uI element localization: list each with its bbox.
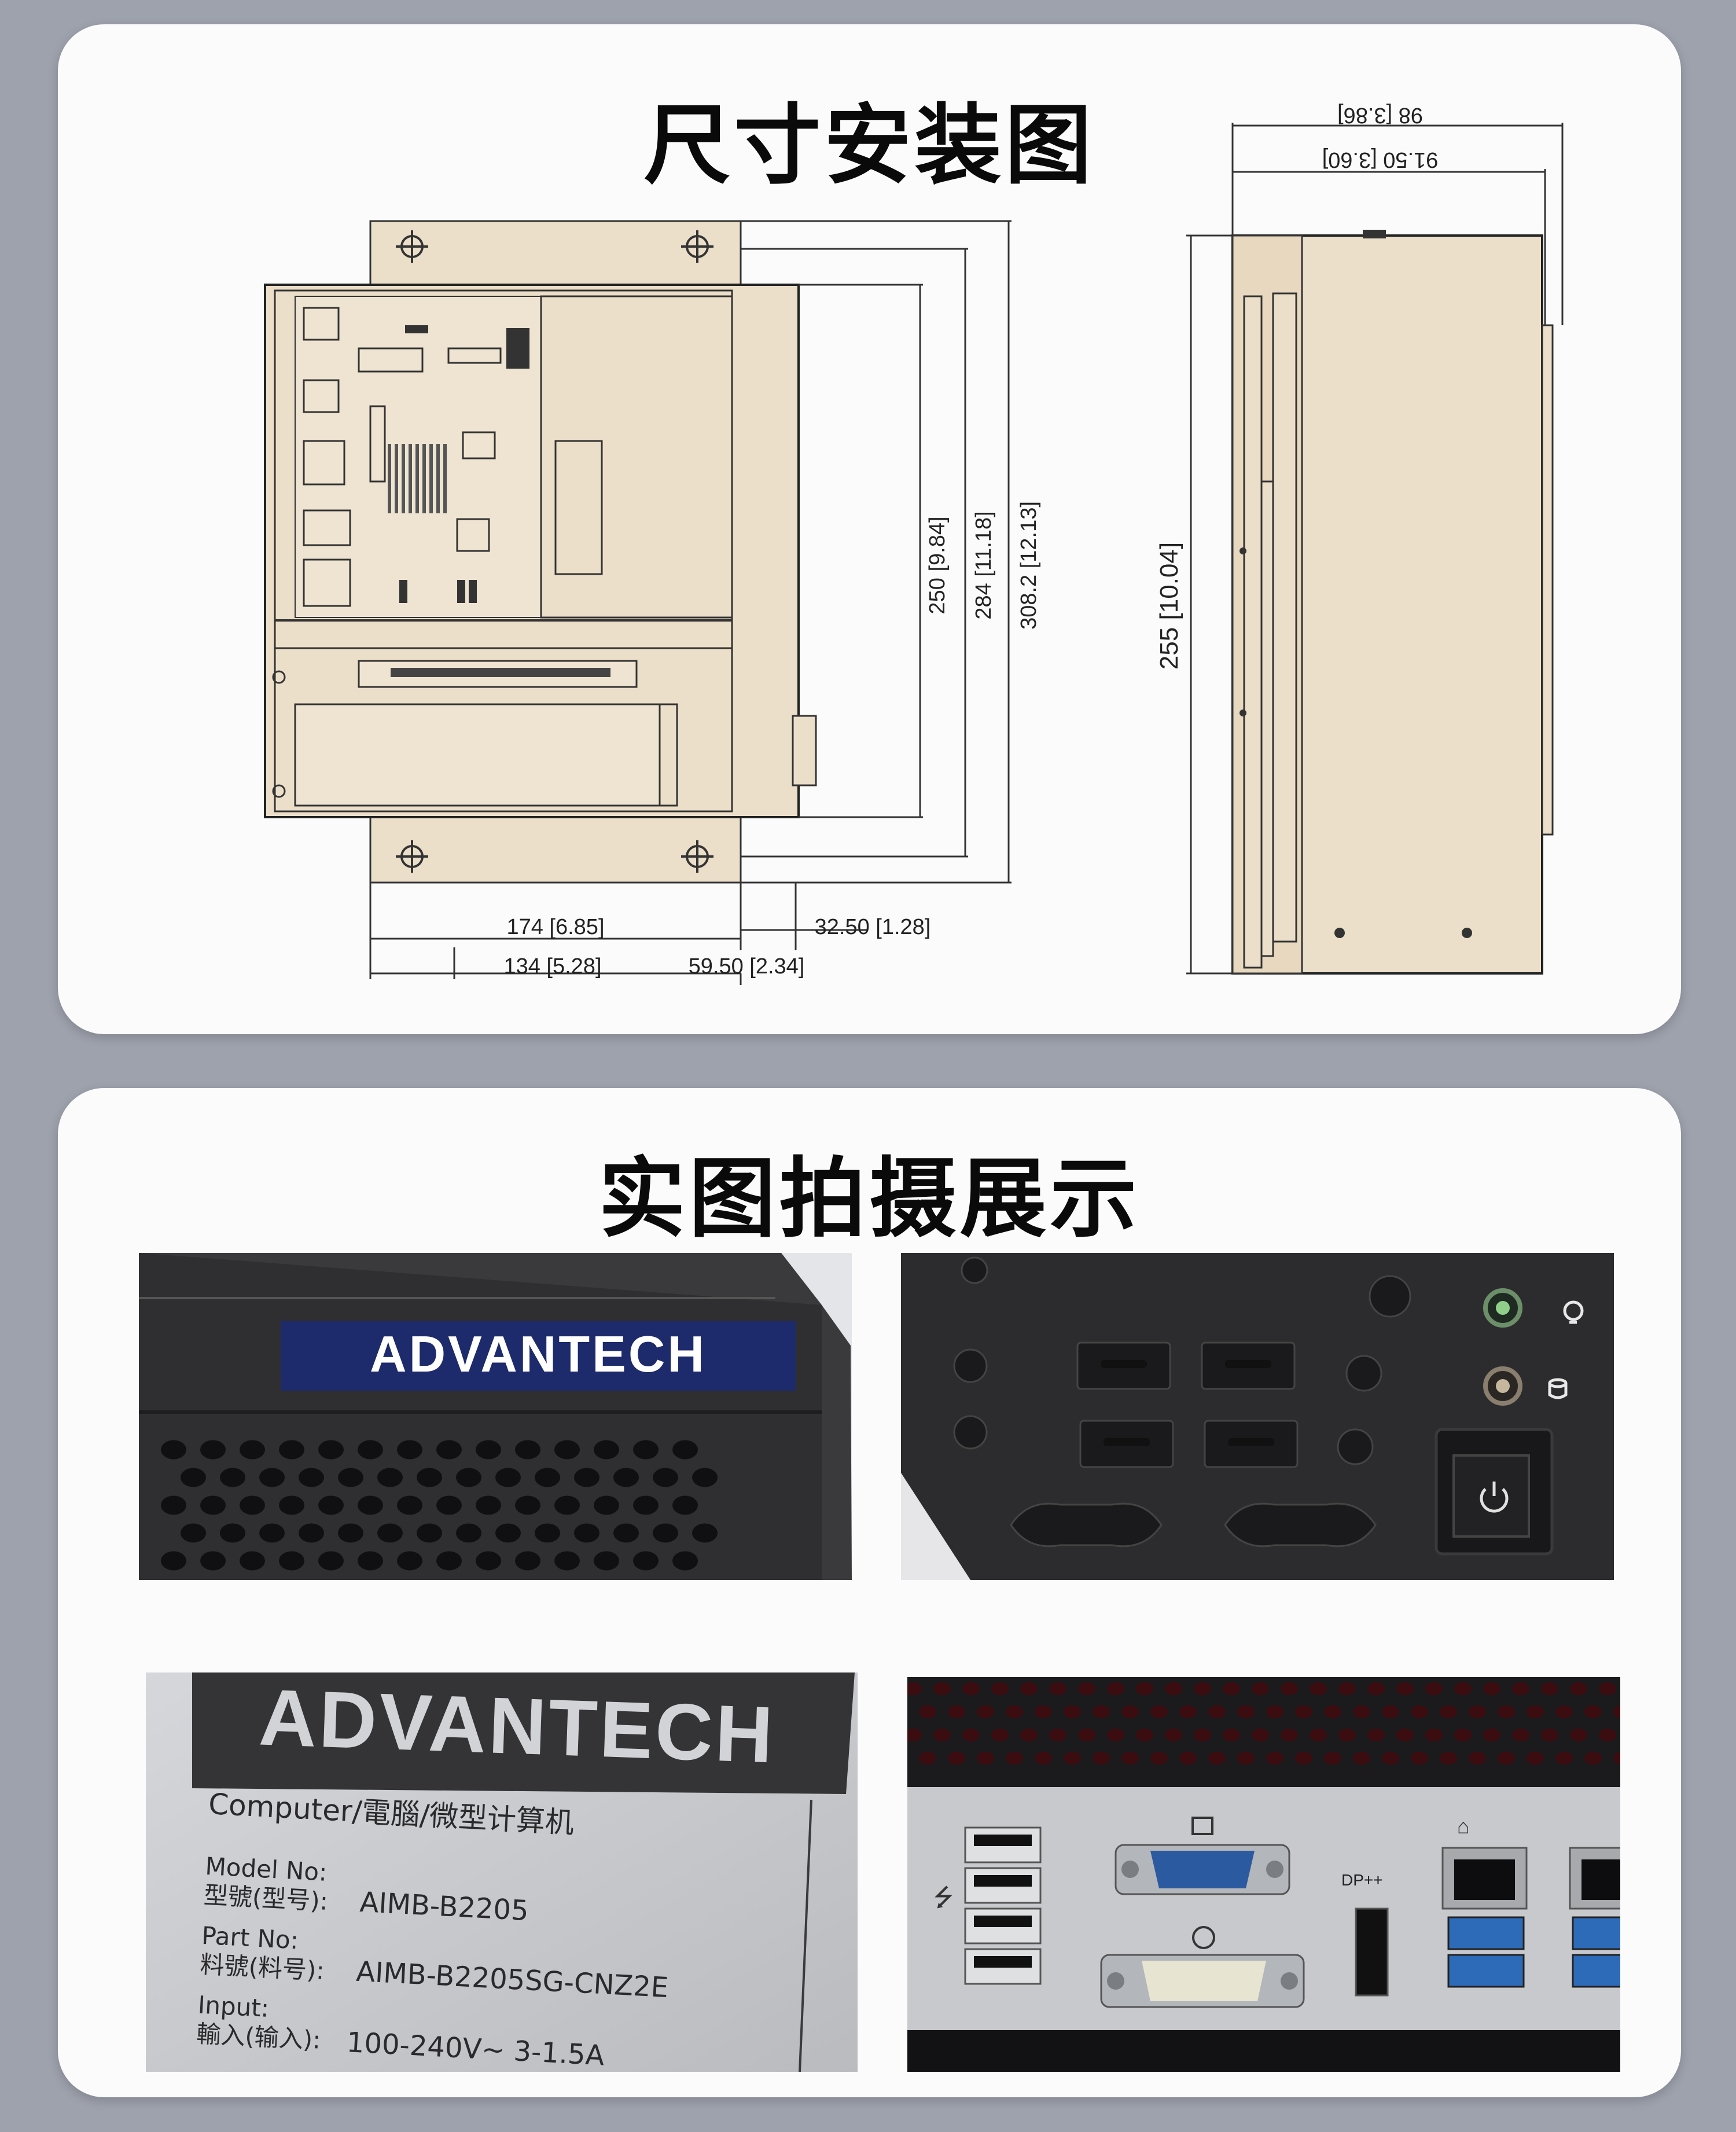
label-part-en: Part No: [201, 1921, 299, 1955]
dim-98: 98 [3.86] [1337, 103, 1423, 127]
label-model-en: Model No: [204, 1852, 328, 1887]
dvi-icon [1192, 1926, 1215, 1949]
dim-32: 32.50 [1.28] [815, 915, 931, 939]
dimension-drawing: 250 [9.84] 284 [11.18] 308.2 [12.13] 174… [264, 103, 1564, 985]
front-view: 250 [9.84] 284 [11.18] 308.2 [12.13] 174… [264, 220, 1041, 985]
label-brand: ADVANTECH [258, 1673, 777, 1780]
side-view: 98 [3.86] 91.50 [3.60] 255 [10.04] [1155, 103, 1564, 975]
lan-usb3-stack-2 [1569, 1847, 1620, 1988]
brand-logo: ADVANTECH [370, 1325, 707, 1383]
photos-title: 实图拍摄展示 [598, 1149, 1141, 1249]
label-model-cn: 型號(型号): [203, 1881, 329, 1916]
bulb-icon [1563, 1300, 1584, 1321]
power-icon [1480, 1482, 1509, 1513]
photo-front-panel [901, 1253, 1614, 1580]
monitor-icon [1191, 1817, 1213, 1835]
label-input-en: Input: [197, 1991, 270, 2023]
dim-284: 284 [11.18] [972, 511, 996, 619]
photos-card: 实图拍摄展示 ADVANTECH [58, 1088, 1681, 2097]
dim-174: 174 [6.85] [506, 915, 604, 939]
network-icon: ⌂ [1457, 1814, 1470, 1838]
dimensions-title: 尺寸安装图 [643, 95, 1095, 196]
dim-255: 255 [10.04] [1155, 542, 1183, 670]
brand-logo-plate [281, 1321, 796, 1391]
label-part-cn: 料號(料号): [200, 1950, 325, 1985]
label-input-cn: 輸入(输入): [196, 2020, 321, 2054]
dim-59: 59.50 [2.34] [689, 954, 805, 979]
dimensions-card: 尺寸安装图 [58, 24, 1681, 1034]
lan-usb3-stack-1: ⌂ [1441, 1814, 1528, 1988]
photo-rear-io: ⭍ DP++ ⌂ [907, 1677, 1620, 2072]
dp-label: DP++ [1341, 1871, 1383, 1889]
dim-250: 250 [9.84] [925, 516, 950, 614]
dim-91: 91.50 [3.60] [1322, 148, 1439, 172]
dim-134: 134 [5.28] [503, 954, 601, 979]
usb-icon: ⭍ [933, 1884, 954, 1911]
displayport[interactable] [1355, 1907, 1389, 1997]
dim-308: 308.2 [12.13] [1017, 501, 1041, 630]
photo-chassis-logo: ADVANTECH [139, 1253, 852, 1580]
photo-product-label: ADVANTECH Computer/電腦/微型计算机 Model No: 型號… [146, 1672, 858, 2072]
